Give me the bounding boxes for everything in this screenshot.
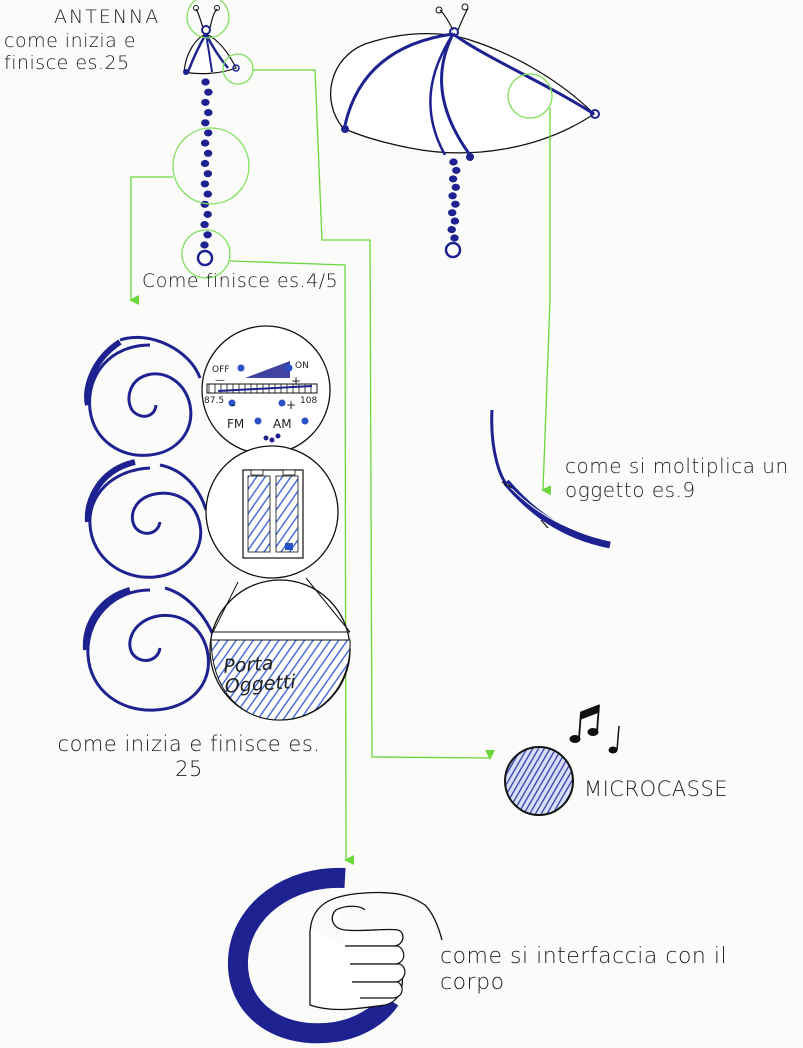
label-start-end-exercise: come inizia e finisce es. 25 (57, 732, 321, 781)
label-antenna: ANTENNA (54, 6, 161, 28)
chain-bead (203, 170, 213, 178)
speaker (504, 746, 574, 816)
chain-bead (200, 180, 210, 188)
chain-bead (200, 159, 210, 168)
chain-bead (204, 109, 213, 117)
chain-bead (201, 119, 210, 127)
radio-tune-minus: - (231, 398, 236, 412)
chain-bead (450, 234, 459, 242)
label-end-exercise: Come finisce es.4/5 (142, 270, 339, 292)
chain-bead (201, 78, 210, 86)
chain-bead (447, 226, 456, 234)
chain-bead (448, 192, 457, 200)
chain-bead (449, 158, 458, 166)
antenna-small (183, 5, 240, 267)
chain-bead (200, 221, 209, 229)
chain-bead (452, 166, 461, 174)
chain-bead (203, 149, 213, 157)
compartment-label: Porta Oggetti (222, 652, 297, 698)
label-multiply: come si moltiplica un oggetto es.9 (565, 454, 789, 502)
battery-panel (205, 445, 339, 579)
chain-bead (448, 209, 457, 217)
chain-bead (204, 88, 213, 96)
radio-tune-plus: + (286, 398, 297, 412)
chain-bead (200, 139, 210, 147)
multiply-arc (490, 409, 611, 549)
ring-hand (227, 867, 443, 1044)
radio-panel (201, 325, 331, 455)
radio-freq-low: 87.5 (204, 396, 225, 406)
chain-bead (451, 200, 460, 208)
music-notes-icon (569, 704, 620, 754)
label-body-interface: come si interfaccia con il corpo (440, 944, 728, 995)
chain-bead (450, 217, 460, 225)
chain-bead (204, 129, 213, 137)
chain-bead (448, 175, 458, 183)
spiral-column (82, 335, 217, 712)
radio-am-label: AM (273, 417, 292, 431)
radio-on-label: ON (295, 361, 309, 371)
radio-off-label: OFF (212, 365, 230, 375)
chain-bead (203, 190, 212, 198)
chain-bead (200, 241, 209, 249)
storage-compartment (209, 577, 351, 721)
label-antenna-start-end: come inizia e finisce es.25 (4, 30, 137, 74)
radio-fm-label: FM (227, 417, 245, 431)
radio-freq-high: 108 (300, 396, 318, 406)
highlight-circle-large (507, 73, 553, 119)
highlight-circles-small (172, 0, 254, 279)
chain-bead (451, 183, 460, 191)
antenna-large (329, 3, 600, 259)
radio-volume-minus: — (215, 375, 225, 386)
radio-volume-plus: + (291, 374, 302, 388)
chain-bead (203, 210, 212, 218)
label-speakers: MICROCASSE (584, 777, 729, 801)
chain-bead (203, 231, 212, 239)
chain-bead (201, 98, 210, 106)
